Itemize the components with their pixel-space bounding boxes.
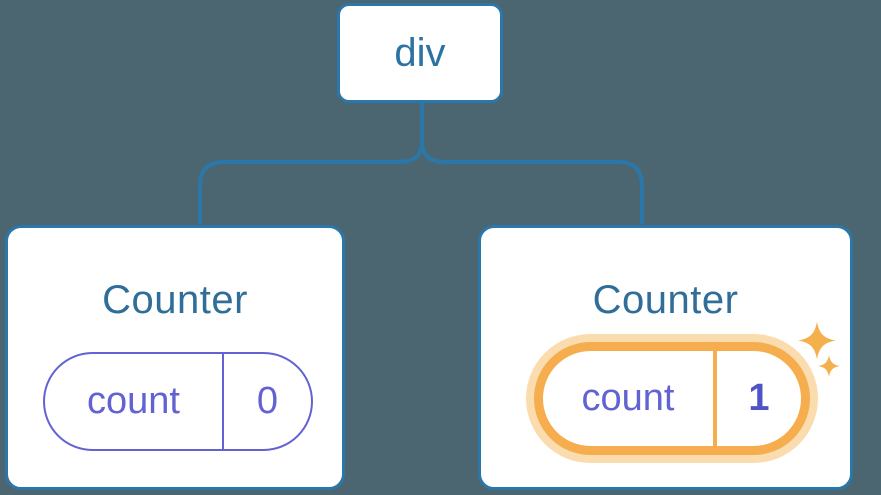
sparkle-icon-small xyxy=(818,355,840,377)
state-key-label: count xyxy=(543,351,717,446)
state-pill-right-highlighted: count 1 xyxy=(534,342,810,455)
state-value: 0 xyxy=(256,380,279,422)
sparkle-icon-large xyxy=(798,321,836,360)
state-key-label: count xyxy=(45,354,224,449)
state-pill-left: count 0 xyxy=(43,352,313,451)
counter-card-left: Counter count 0 xyxy=(5,225,345,490)
state-value: 1 xyxy=(748,377,770,419)
counter-card-right: Counter count 1 xyxy=(478,225,853,490)
counter-card-left-title: Counter xyxy=(102,278,248,322)
tree-node-div-label: div xyxy=(394,30,446,75)
counter-card-right-title: Counter xyxy=(592,278,739,322)
tree-node-div: div xyxy=(337,3,503,103)
